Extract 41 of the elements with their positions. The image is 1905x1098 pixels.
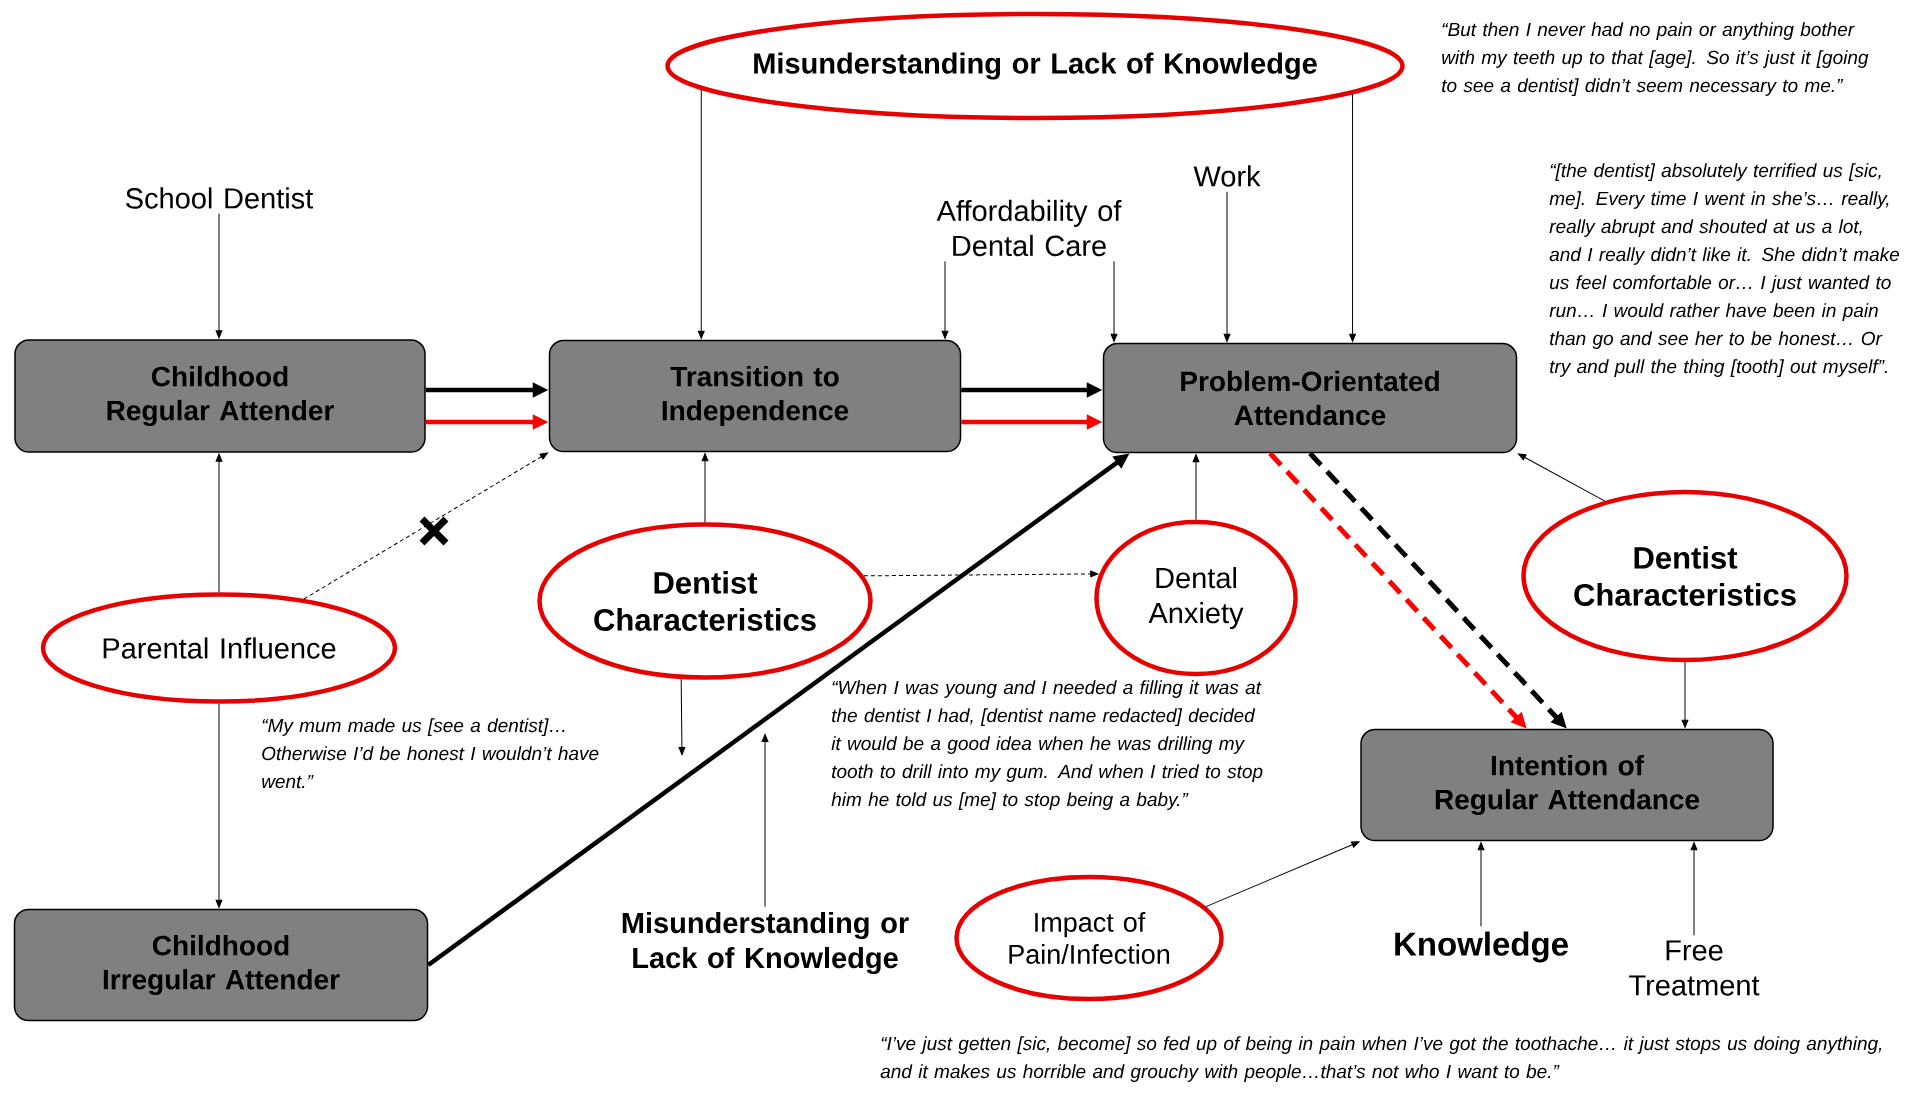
process-box: Intention of Regular Attendance: [1360, 728, 1774, 842]
factor-oval: Dentist Characteristics: [537, 522, 873, 680]
arrow: [761, 733, 769, 908]
arrow: [701, 453, 709, 523]
factor-label: Affordability of Dental Care: [936, 199, 1122, 257]
arrow: [1192, 454, 1200, 521]
quote-text: “When I was young and I needed a filling it was at the dentist I had, [dentist name redacted] decided it would be a good idea when he was drilling my tooth to drill into my gum. And when I tried to stop him he told us [me] to stop being a baby.”: [831, 680, 1263, 810]
factor-oval: Dental Anxiety: [1094, 519, 1298, 677]
factor-label: School Dentist: [126, 187, 314, 209]
factor-oval: Impact of Pain/Infection: [954, 874, 1224, 1002]
arrow: [215, 703, 223, 908]
process-box: Problem-Orientated Attendance: [1102, 342, 1518, 454]
arrow: [1223, 191, 1231, 342]
factor-label: Work: [1193, 165, 1261, 187]
arrow: [1690, 842, 1698, 936]
arrow: [215, 453, 223, 593]
arrow: [1349, 93, 1356, 342]
arrow: [941, 260, 949, 339]
factor-oval: Dentist Characteristics: [1521, 489, 1849, 663]
process-box: Transition to Independence: [548, 339, 962, 453]
arrow: [678, 678, 686, 756]
quote-text: “But then I never had no pain or anything bother with my teeth up to that [age]. So it’s just it [going to see a dentist] didn’t seem necessary to me.”: [1442, 22, 1869, 96]
factor-label: Knowledge: [1395, 931, 1568, 963]
arrow: [215, 213, 223, 339]
process-box: Childhood Regular Attender: [14, 339, 426, 453]
dashed-arrow: [303, 452, 549, 600]
factor-label: Free Treatment: [1629, 940, 1760, 996]
arrow: [697, 88, 705, 339]
process-box: Childhood Irregular Attender: [13, 908, 429, 1022]
arrow: [1681, 661, 1689, 728]
arrow: [1110, 260, 1118, 342]
quote-text: “I’ve just getten [sic, become] so fed up of being in pain when I’ve got the toothache… it just stops us doing anything, and it makes us horrible and grouchy with people…that’s not who I want to be.”: [880, 1036, 1882, 1082]
factor-oval: Misunderstanding or Lack of Knowledge: [665, 11, 1405, 121]
dashed-arrow: [863, 570, 1099, 578]
arrow: [1205, 841, 1360, 908]
arrow: [1518, 453, 1605, 502]
factor-label: Misunderstanding or Lack of Knowledge: [622, 911, 909, 975]
quote-text: “[the dentist] absolutely terrified us [sic, me]. Every time I went in she’s… really, really abrupt and shouted at us a lot, and I really didn’t like it. She didn’t make us feel comfortable or… I just wanted to run… I would rather have been in pain than go and see her to be honest… Or try and pull the thing [tooth] out myself”.: [1549, 163, 1900, 377]
arrow: [1477, 842, 1485, 927]
quote-text: “My mum made us [see a dentist]… Otherwise I’d be honest I wouldn’t have went.”: [262, 718, 599, 789]
factor-oval: Parental Influence: [40, 592, 398, 704]
